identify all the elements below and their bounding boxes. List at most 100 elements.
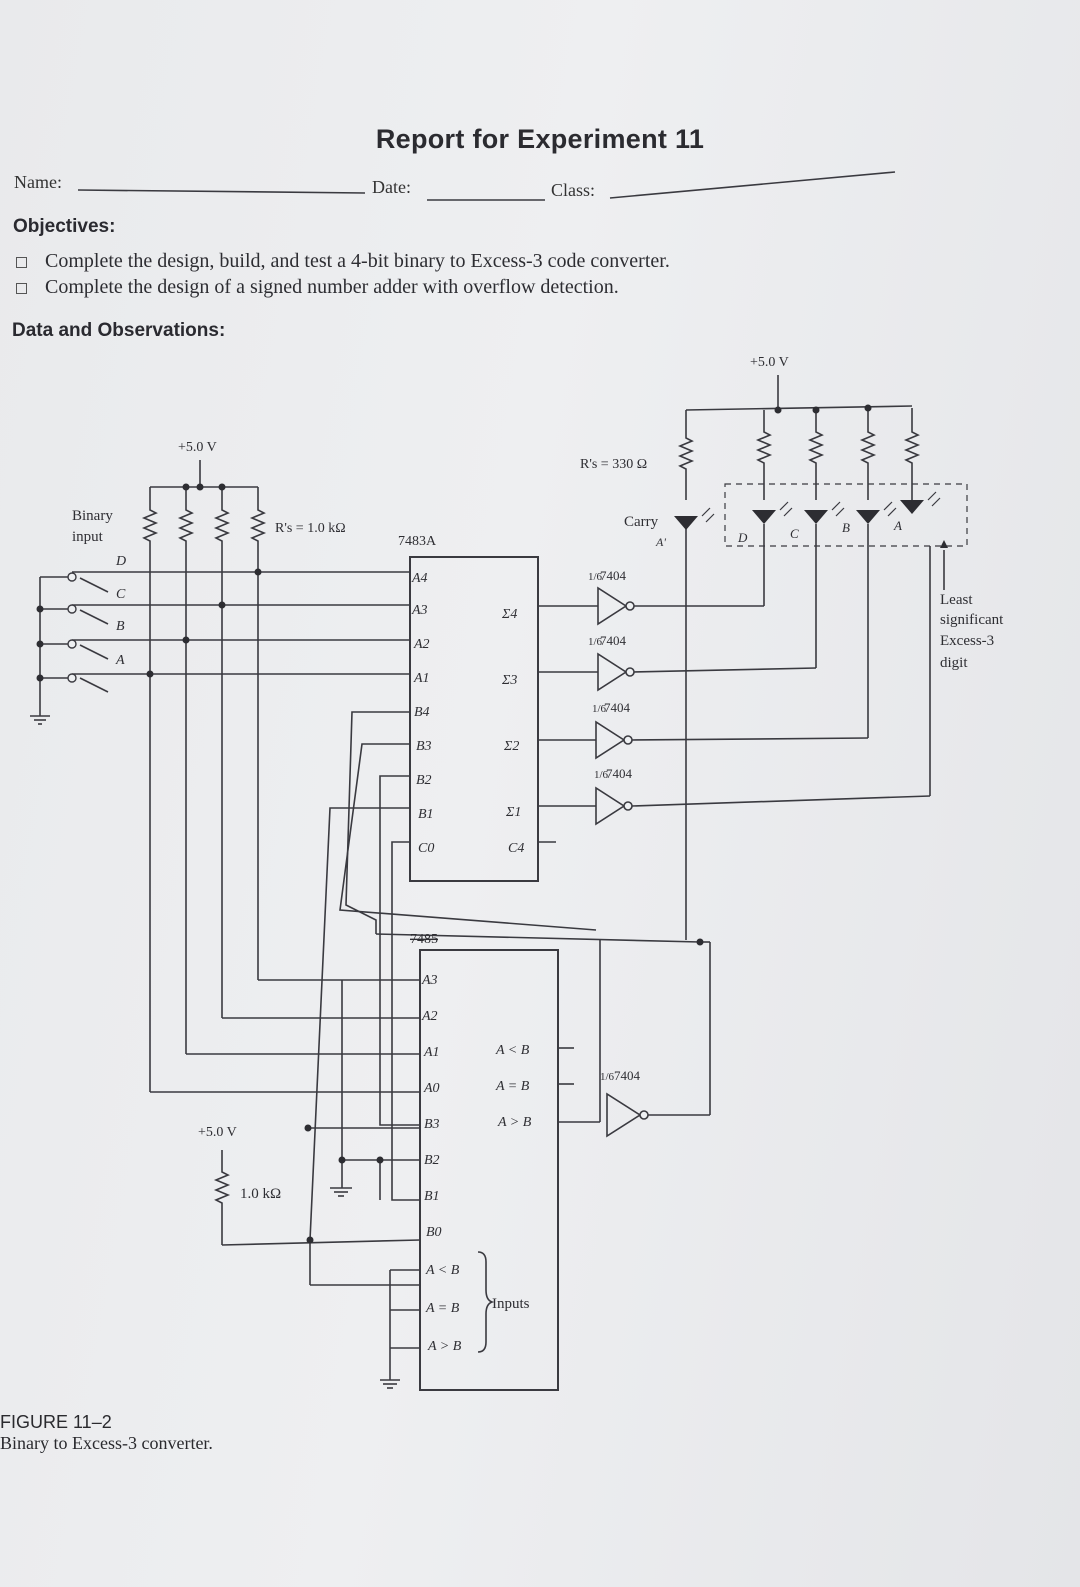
- inverter-4: [595, 786, 626, 826]
- rs-330-label: R's = 330 Ω: [580, 457, 647, 472]
- pin-a3: A3: [411, 603, 428, 618]
- cmp-in-gt: A > B: [427, 1339, 462, 1354]
- date-label: Date:: [372, 177, 411, 197]
- inputs-label: Inputs: [492, 1296, 530, 1312]
- pin-c0: C0: [418, 841, 434, 856]
- cmp-pin-b1: B1: [424, 1189, 440, 1204]
- binary-input-label: input: [72, 529, 104, 545]
- page-title: Report for Experiment 11: [375, 124, 705, 154]
- inverter-1: [597, 586, 628, 626]
- lsd-label: Excess-3: [940, 633, 994, 649]
- resistor-led-a: [903, 408, 921, 500]
- cmp-in-eq: A = B: [425, 1301, 460, 1316]
- inverter-fraction: 1/6: [588, 636, 603, 648]
- pullup-resistor-a: [141, 487, 159, 552]
- pullup-resistor-c: [213, 487, 231, 552]
- name-label: Name:: [14, 172, 62, 192]
- data-heading: Data and Observations:: [12, 320, 226, 341]
- resistor-1k: [213, 1150, 231, 1245]
- switch-d-label: D: [115, 554, 126, 569]
- switch-b-label: B: [116, 619, 125, 634]
- inverter-fraction: 1/6: [592, 703, 607, 715]
- inverter-5-label: 7404: [614, 1068, 641, 1083]
- carry-label: Carry: [624, 514, 659, 530]
- resistor-carry: [677, 410, 695, 500]
- resistor-1k-label: 1.0 kΩ: [240, 1186, 281, 1202]
- pin-sum3: Σ3: [501, 673, 517, 688]
- led-digit-box: [724, 483, 968, 547]
- cmp-pin-a2: A2: [421, 1009, 438, 1024]
- switch-c-label: C: [116, 587, 126, 602]
- figure-caption: Binary to Excess-3 converter.: [0, 1433, 213, 1453]
- binary-input-label: Binary: [72, 508, 113, 524]
- pin-a4: A4: [411, 571, 428, 586]
- cmp-pin-b2: B2: [424, 1153, 440, 1168]
- cmp-pin-a0: A0: [423, 1081, 440, 1096]
- lsd-label: significant: [940, 612, 1004, 628]
- objectives-heading: Objectives:: [13, 216, 116, 237]
- objective-item: Complete the design, build, and test a 4…: [16, 250, 670, 273]
- led-b-label: B: [842, 520, 850, 535]
- cmp-pin-a3: A3: [421, 973, 438, 988]
- pin-b1: B1: [418, 807, 434, 822]
- lsd-label: digit: [940, 655, 968, 671]
- cmp-out-gt: A > B: [497, 1115, 532, 1130]
- pin-sum2: Σ2: [503, 739, 519, 754]
- inverter-2: [597, 652, 628, 692]
- objective-item: Complete the design of a signed number a…: [16, 276, 619, 299]
- comparator-chip-label: 7485: [410, 932, 438, 947]
- inverter-4-label: 7404: [606, 766, 633, 781]
- checkbox-icon[interactable]: [16, 282, 27, 294]
- comparator-7485-box: [419, 949, 559, 1391]
- inverter-fraction: 1/6: [594, 769, 609, 781]
- pin-sum4: Σ4: [501, 607, 517, 622]
- inverter-2-label: 7404: [600, 633, 627, 648]
- vcc-bottom-label: +5.0 V: [198, 1125, 237, 1140]
- carry-sub-label: A': [655, 535, 666, 549]
- led-b: [856, 510, 880, 524]
- name-fill-line: [77, 189, 366, 194]
- lsd-label: Least: [940, 592, 973, 608]
- cmp-out-eq: A = B: [495, 1079, 530, 1094]
- cmp-in-lt: A < B: [425, 1263, 460, 1278]
- pin-sum1: Σ1: [505, 805, 521, 820]
- led-a: [900, 500, 924, 514]
- pin-c4: C4: [508, 841, 524, 856]
- led-d-label: D: [737, 530, 748, 545]
- class-fill-line: [609, 171, 896, 199]
- led-c: [804, 510, 828, 524]
- adder-chip-label: 7483A: [398, 534, 437, 549]
- inverter-5: [606, 1092, 642, 1138]
- resistor-led-c: [807, 410, 825, 500]
- vcc-left-label: +5.0 V: [178, 440, 217, 455]
- class-label: Class:: [551, 180, 596, 200]
- led-d: [752, 510, 776, 524]
- inverter-1-label: 7404: [600, 568, 627, 583]
- inverter-fraction: 1/6: [600, 1071, 615, 1083]
- inverter-fraction: 1/6: [588, 571, 603, 583]
- resistor-led-d: [755, 410, 773, 500]
- switch-a-label: A: [115, 653, 125, 668]
- adder-7483a-box: [409, 556, 539, 882]
- figure-number: FIGURE 11–2: [0, 1412, 112, 1432]
- pin-b4: B4: [414, 705, 430, 720]
- led-carry: [674, 516, 698, 530]
- rs-1k-label: R's = 1.0 kΩ: [275, 521, 346, 536]
- resistor-led-b: [859, 410, 877, 500]
- led-c-label: C: [790, 526, 799, 541]
- pin-a1: A1: [413, 671, 430, 686]
- pin-b2: B2: [416, 773, 432, 788]
- pullup-resistor-b: [177, 487, 195, 552]
- pullup-resistor-d: [249, 487, 267, 552]
- checkbox-icon[interactable]: [16, 256, 27, 268]
- led-a-label: A: [893, 518, 902, 533]
- pin-b3: B3: [416, 739, 432, 754]
- vcc-top-label: +5.0 V: [750, 355, 789, 370]
- pin-a2: A2: [413, 637, 430, 652]
- cmp-pin-b3: B3: [424, 1117, 440, 1132]
- cmp-out-lt: A < B: [495, 1043, 530, 1058]
- cmp-pin-b0: B0: [426, 1225, 442, 1240]
- cmp-pin-a1: A1: [423, 1045, 440, 1060]
